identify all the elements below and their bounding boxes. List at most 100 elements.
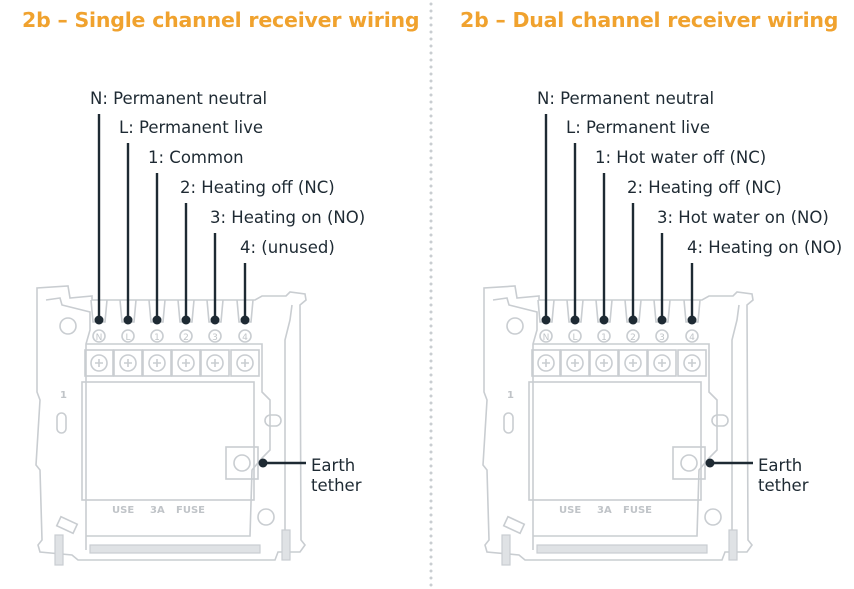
- terminal-screw-slot: [571, 359, 579, 367]
- terminal-screw-slot: [95, 359, 103, 367]
- divider-dot: [429, 191, 433, 195]
- wire-connection-dot: [94, 315, 104, 325]
- backplate-outline: [482, 285, 754, 561]
- wire-connection-dot: [599, 315, 609, 325]
- terminal-screw-slot: [658, 359, 666, 367]
- terminal-screw-block: [589, 349, 619, 377]
- divider-dot: [429, 527, 433, 531]
- mount-slot: [711, 414, 729, 427]
- divider-dot: [429, 261, 433, 265]
- terminal-label: L: Permanent live: [566, 118, 710, 137]
- divider-dot: [429, 576, 433, 580]
- divider-dot: [429, 464, 433, 468]
- divider-dot: [429, 268, 433, 272]
- divider-dot: [429, 86, 433, 90]
- plate-base-bar: [89, 544, 261, 554]
- divider-dot: [429, 324, 433, 328]
- plate-base-bar: [536, 544, 708, 554]
- terminal-screw-icon: [177, 354, 195, 372]
- divider-dot: [429, 555, 433, 559]
- terminal-screw-block: [560, 349, 590, 377]
- wire-connection-dot: [152, 315, 162, 325]
- terminal-screw-block: [531, 349, 561, 377]
- divider-dot: [429, 156, 433, 160]
- earth-tether-label: tether: [758, 476, 809, 495]
- divider-dot: [429, 212, 433, 216]
- divider-dot: [429, 184, 433, 188]
- divider-dot: [429, 520, 433, 524]
- divider-dot: [429, 569, 433, 573]
- divider-dot: [429, 177, 433, 181]
- terminal-mark-label: 4: [689, 333, 695, 343]
- terminal-mark: [685, 329, 699, 343]
- plate-text: 3A: [150, 505, 165, 516]
- backplate-rail: [45, 297, 293, 550]
- earth-terminal: [672, 446, 706, 480]
- terminal-mark: [92, 329, 106, 343]
- terminal-mark: [208, 329, 222, 343]
- divider-dot: [429, 226, 433, 230]
- terminal-mark-label: L: [125, 333, 130, 343]
- divider-dot: [429, 170, 433, 174]
- divider-dot: [429, 562, 433, 566]
- divider-dot: [429, 2, 433, 6]
- divider-dot: [429, 359, 433, 363]
- plate-text: FUSE: [623, 505, 652, 516]
- terminal-screw-icon: [119, 354, 137, 372]
- terminal-screw-slot: [542, 359, 550, 367]
- screw-icon: [506, 317, 524, 335]
- plate-tab: [502, 515, 526, 535]
- panel-title-single: 2b – Single channel receiver wiring: [22, 8, 420, 32]
- terminal-mark: [655, 329, 669, 343]
- terminal-screw-block: [230, 349, 260, 377]
- terminal-mark-label: L: [572, 333, 577, 343]
- terminal-screw-slot: [182, 359, 190, 367]
- divider-dot: [429, 443, 433, 447]
- divider-dot: [429, 282, 433, 286]
- terminal-screw-block: [171, 349, 201, 377]
- terminal-label: 4: Heating on (NO): [687, 238, 842, 257]
- divider-dot: [429, 310, 433, 314]
- divider-dot: [429, 16, 433, 20]
- terminal-screw-block: [142, 349, 172, 377]
- terminal-mark: [626, 329, 640, 343]
- plate-text: USE: [559, 505, 581, 516]
- wire-connection-dot: [687, 315, 697, 325]
- divider-dot: [429, 331, 433, 335]
- terminal-mark-label: 2: [183, 333, 189, 343]
- divider-dot: [429, 51, 433, 55]
- wire-connection-dot: [657, 315, 667, 325]
- divider-dot: [429, 485, 433, 489]
- divider-dot: [429, 450, 433, 454]
- terminal-mark-label: N: [543, 333, 550, 343]
- divider-dot: [429, 478, 433, 482]
- divider-dot: [429, 135, 433, 139]
- divider-dot: [429, 408, 433, 412]
- wire-connection-dot: [123, 315, 133, 325]
- wire-connection-dot: [181, 315, 191, 325]
- mount-slot: [264, 414, 282, 427]
- terminal-screw-icon: [236, 354, 254, 372]
- divider-dot: [429, 492, 433, 496]
- divider-dot: [429, 149, 433, 153]
- plate-number: 1: [507, 390, 514, 401]
- divider-dot: [429, 275, 433, 279]
- divider-dot: [429, 317, 433, 321]
- plate-text: FUSE: [176, 505, 205, 516]
- terminal-mark-label: 3: [659, 333, 665, 343]
- panel-title-dual: 2b – Dual channel receiver wiring: [460, 8, 839, 32]
- terminal-screw-icon: [566, 354, 584, 372]
- terminal-mark-label: 1: [154, 333, 160, 343]
- divider-dot: [429, 296, 433, 300]
- terminal-screw-block: [618, 349, 648, 377]
- divider-dot: [429, 219, 433, 223]
- divider-dot: [429, 121, 433, 125]
- divider-dot: [429, 457, 433, 461]
- divider-dot: [429, 107, 433, 111]
- terminal-label: N: Permanent neutral: [90, 89, 267, 108]
- terminal-screw-slot: [600, 359, 608, 367]
